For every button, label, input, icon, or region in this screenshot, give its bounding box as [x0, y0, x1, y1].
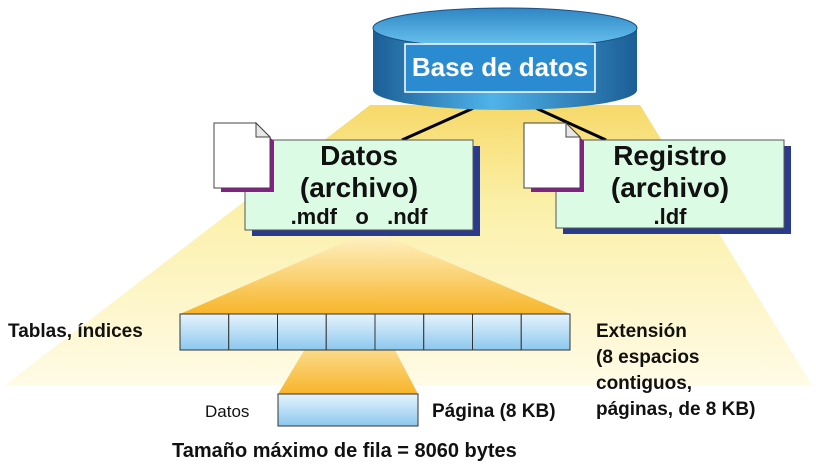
log-file-extension: .ldf: [653, 204, 687, 229]
database-label: Base de datos: [411, 52, 589, 82]
log-file-subtitle: (archivo): [610, 172, 730, 203]
data-file-to-extent-trapezoid: [180, 230, 570, 314]
extent-detail-line-2: contiguos,: [596, 373, 693, 394]
data-file-title: Datos: [320, 140, 398, 171]
extent-page-cell: [520, 313, 571, 351]
extent-page-cell: [472, 313, 522, 351]
log-file-page-icon: [523, 121, 584, 192]
max-row-size-label: Tamaño máximo de fila = 8060 bytes: [172, 440, 517, 462]
data-file-box: [244, 139, 480, 236]
extent-page-cell: [423, 313, 473, 351]
extent-page-cell: [179, 313, 230, 351]
log-file-box: [555, 139, 791, 234]
data-file-subtitle: (archivo): [299, 172, 419, 203]
data-file-extensions: .mdf o .ndf: [290, 204, 428, 229]
tables-indexes-label: Tablas, índices: [8, 321, 143, 342]
database-cylinder: [372, 7, 638, 110]
extent-page-cell: [228, 313, 278, 351]
extent-page-cell: [277, 313, 327, 351]
log-file-title: Registro: [613, 140, 727, 171]
extent-cells-row: [179, 313, 571, 351]
page-label: Página (8 KB): [432, 401, 556, 422]
data-file-page-icon: [213, 121, 274, 192]
extent-detail-line-3: páginas, de 8 KB): [596, 399, 756, 420]
extent-page-cell: [325, 313, 376, 351]
extent-label: Extensión: [596, 321, 687, 342]
data-label: Datos: [205, 402, 250, 421]
extent-page-cell: [374, 313, 425, 351]
page-block: [277, 393, 419, 427]
extent-detail-line-1: (8 espacios: [596, 347, 700, 368]
